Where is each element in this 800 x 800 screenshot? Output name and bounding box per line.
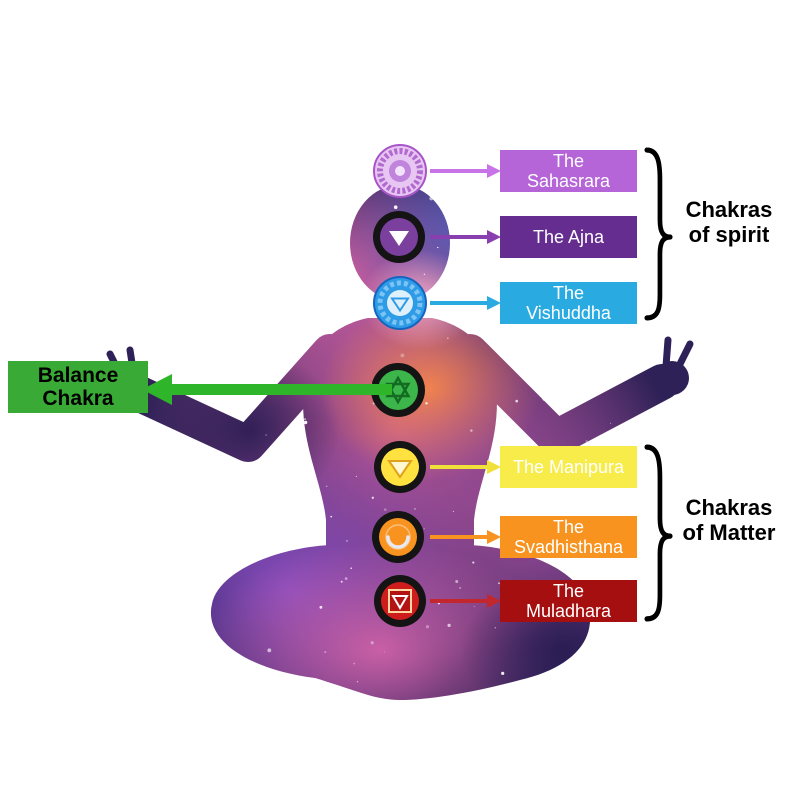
sahasrara-chakra-icon xyxy=(372,143,428,199)
matter-brace-icon xyxy=(644,444,673,622)
manipura-arrow xyxy=(430,465,487,469)
vishuddha-chakra-icon xyxy=(372,275,428,331)
muladhara-label: The Muladhara xyxy=(525,580,612,621)
svadhisthana-chakra-icon xyxy=(370,509,426,565)
ajna-arrow xyxy=(430,235,487,239)
balance-chakra-label-box: Balance Chakra xyxy=(8,361,148,413)
ajna-label: The Ajna xyxy=(532,226,605,247)
muladhara-label-box: The Muladhara xyxy=(500,580,637,622)
sahasrara-arrow xyxy=(430,169,487,173)
vishuddha-label: The Vishuddha xyxy=(526,282,611,323)
figure-left-arm xyxy=(122,334,348,462)
muladhara-arrow xyxy=(430,599,487,603)
manipura-label-box: The Manipura xyxy=(500,446,637,488)
anahata-chakra-icon xyxy=(370,362,426,418)
manipura-label: The Manipura xyxy=(512,456,625,477)
figure-arms xyxy=(122,334,680,462)
muladhara-chakra-icon xyxy=(372,573,428,629)
figure-right-arm xyxy=(452,334,680,456)
ajna-label-box: The Ajna xyxy=(500,216,637,258)
vishuddha-label-box: The Vishuddha xyxy=(500,282,637,324)
sahasrara-label-box: The Sahasrara xyxy=(500,150,637,192)
manipura-chakra-icon xyxy=(372,439,428,495)
svadhisthana-label-box: The Svadhisthana xyxy=(500,516,637,558)
svadhisthana-label: The Svadhisthana xyxy=(513,516,624,557)
svadhisthana-arrow xyxy=(430,535,487,539)
balance-chakra-arrow xyxy=(168,384,392,395)
spirit-brace-icon xyxy=(644,147,673,321)
vishuddha-arrow xyxy=(430,301,487,305)
sahasrara-label: The Sahasrara xyxy=(526,150,611,191)
spirit-group-label: Chakras of spirit xyxy=(685,197,773,247)
balance-chakra-label: Balance Chakra xyxy=(37,363,119,410)
ajna-chakra-icon xyxy=(371,209,427,265)
matter-group-label: Chakras of Matter xyxy=(682,495,776,545)
